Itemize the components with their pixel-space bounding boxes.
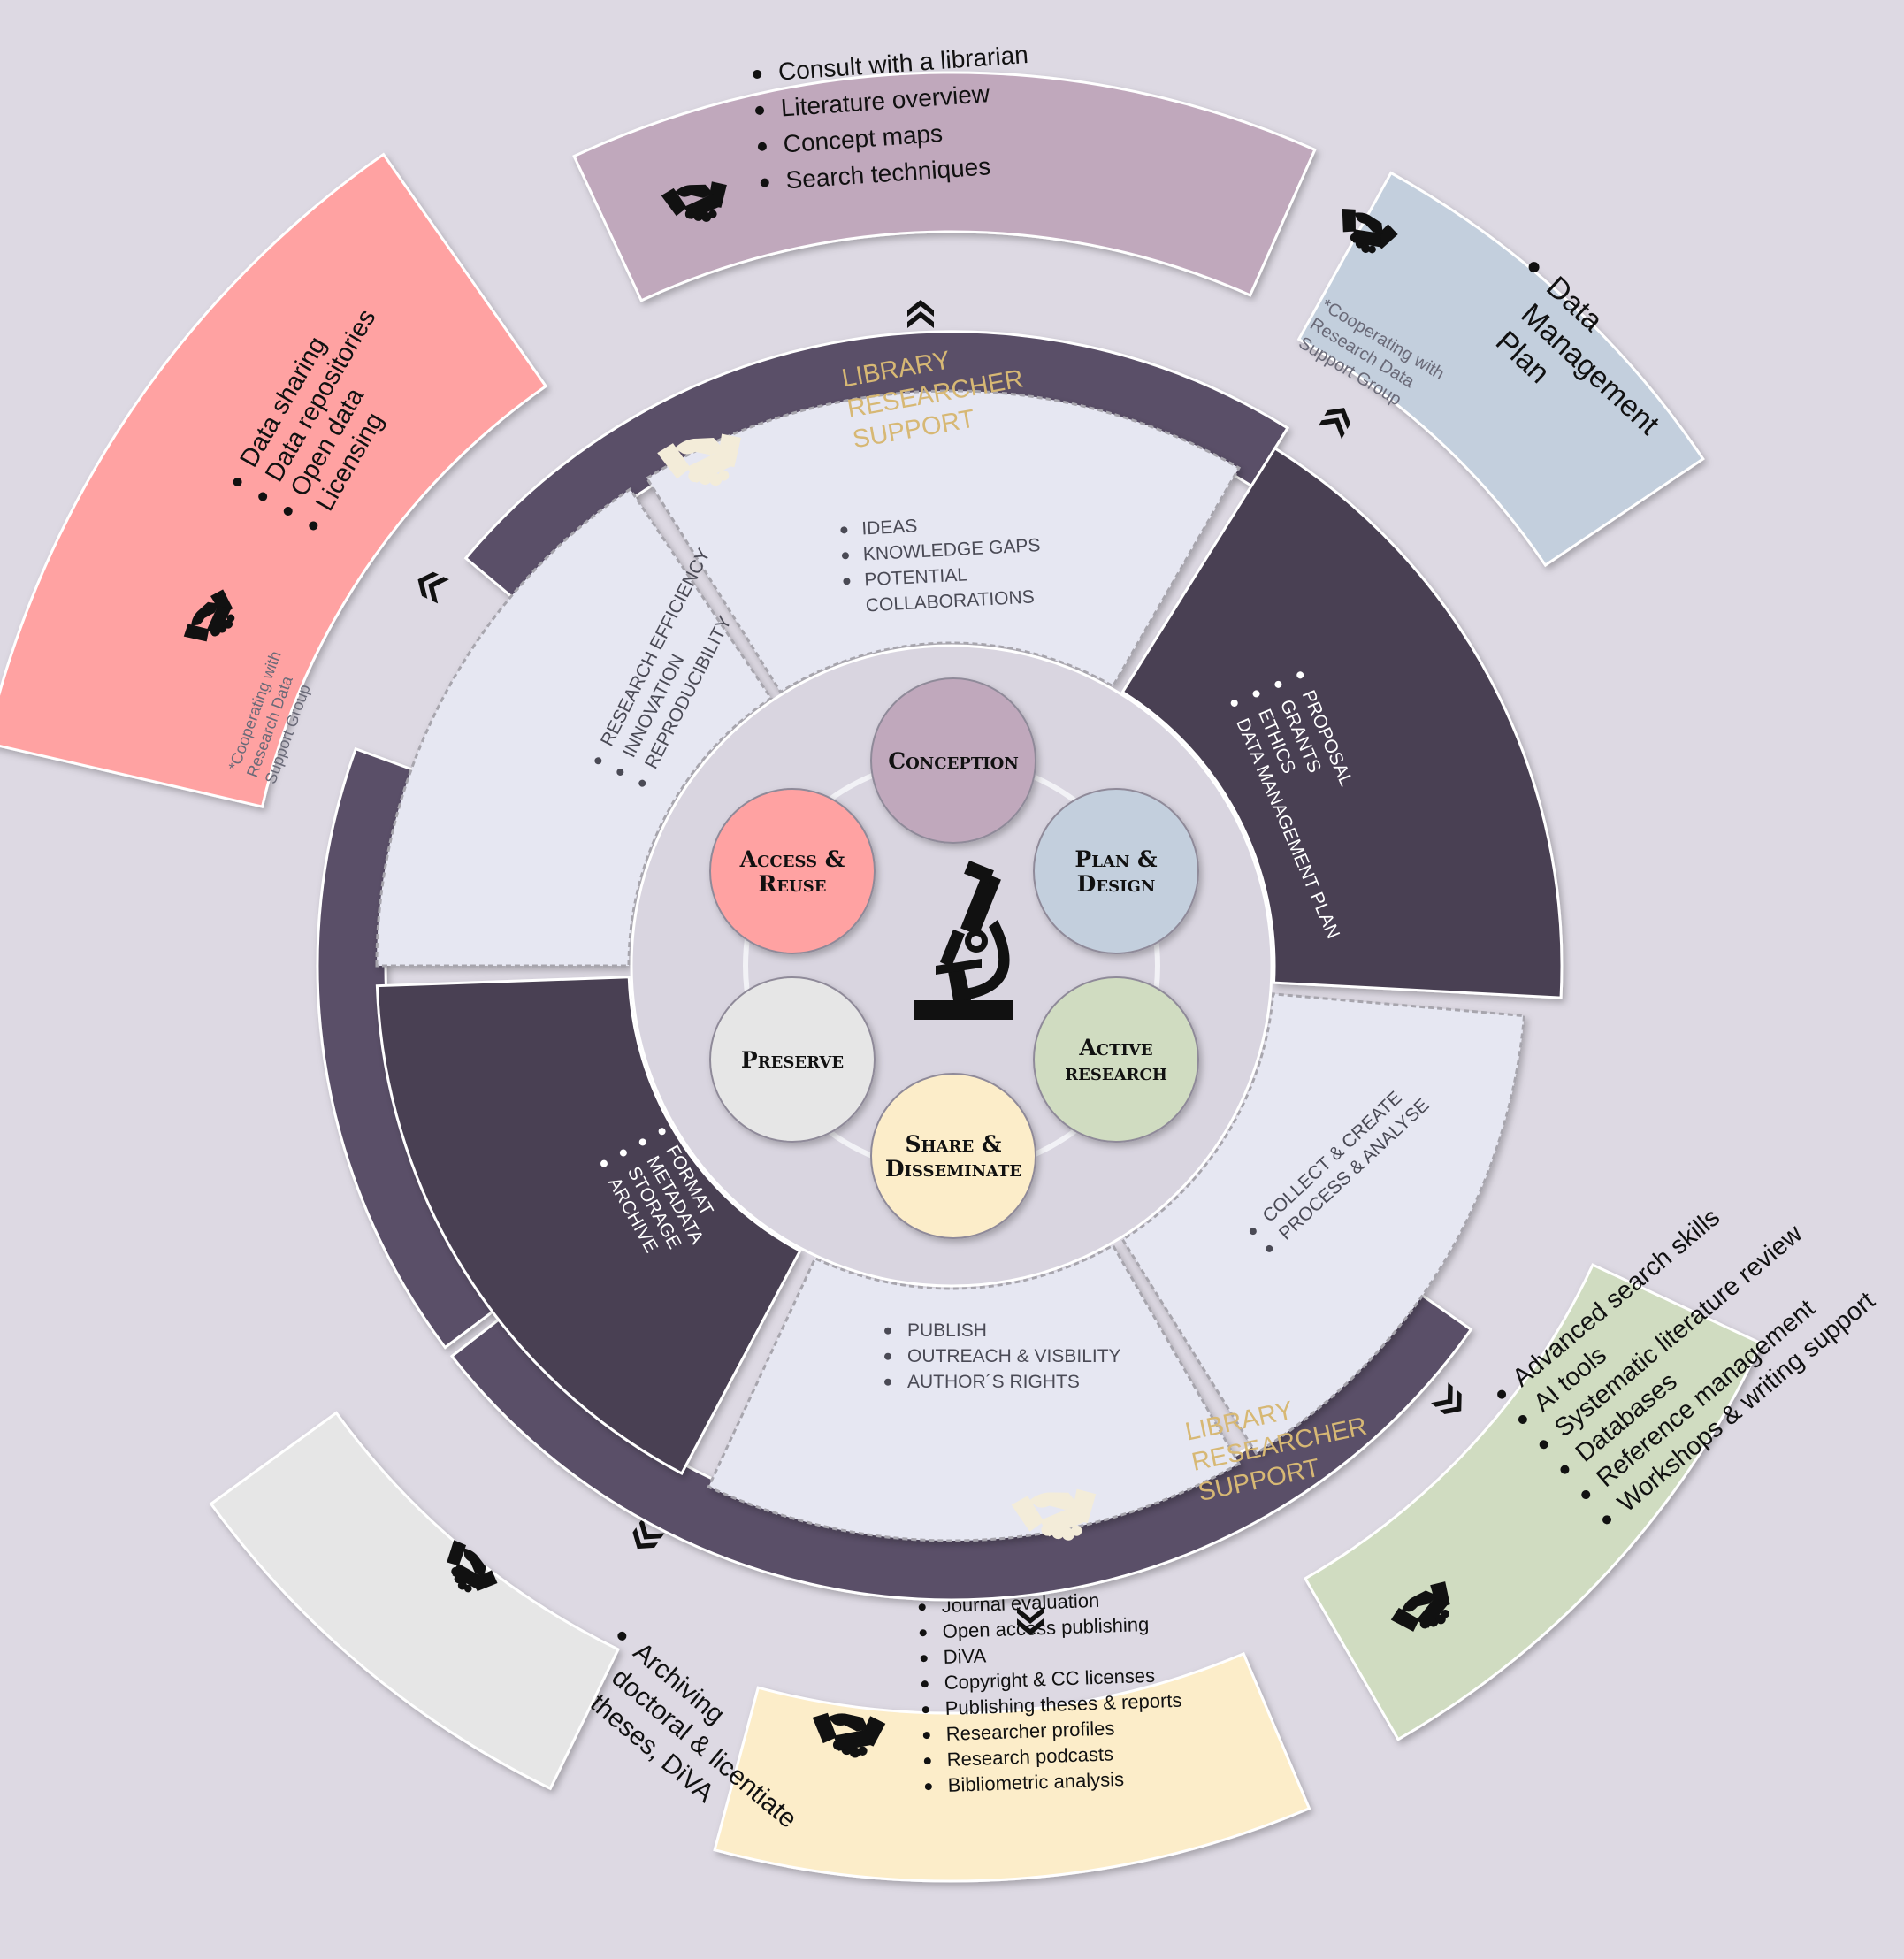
stage-label-plan: Design: [1077, 871, 1156, 897]
bullet: [1497, 1389, 1507, 1399]
bullet: [755, 105, 765, 115]
stage-circle-share: [870, 1073, 1036, 1239]
stage-circle-access: [709, 788, 876, 954]
bullet: [841, 552, 849, 560]
inner-conception-item-line: IDEAS: [861, 516, 918, 539]
bullet: [1266, 1244, 1273, 1252]
bullet: [884, 1327, 891, 1335]
bullet: [757, 142, 767, 151]
inner-sector-plan: [1120, 446, 1564, 999]
stage-label-access: Reuse: [759, 871, 827, 897]
bullet: [1252, 690, 1260, 698]
bullet: [283, 506, 293, 516]
outer-panel-access: [0, 152, 548, 808]
bullet: [1581, 1489, 1591, 1499]
inner-share-item-line: AUTHOR´S RIGHTS: [907, 1372, 1080, 1392]
stage-label-active: research: [1065, 1060, 1167, 1085]
bullet: [1602, 1515, 1612, 1525]
chevron-double-icon: [1431, 1382, 1470, 1421]
bullet: [843, 578, 851, 585]
chevron-double-icon: [412, 567, 449, 604]
inner-sector-preserve: [375, 976, 802, 1475]
outer-panel-share: [713, 1651, 1311, 1883]
inner-sector-active: [1120, 992, 1526, 1456]
outer-panel-preserve: [209, 1411, 621, 1791]
stage-label-share: Share &: [906, 1131, 1002, 1157]
stage-label-preserve: Preserve: [741, 1047, 844, 1073]
bullet: [1230, 699, 1238, 707]
inner-sector-access: [375, 487, 773, 968]
bullet: [921, 1706, 929, 1714]
bullet: [1249, 1228, 1257, 1236]
stage-circle-plan: [1033, 788, 1199, 954]
bullet: [922, 1732, 930, 1740]
bullet: [919, 1629, 927, 1637]
outer-panel-plan: [1296, 171, 1705, 568]
chevron-double-icon: [907, 300, 934, 328]
stage-label-access: Access &: [739, 846, 845, 872]
outer-share-item-line: Copyright & CC licenses: [944, 1664, 1155, 1694]
outer-panel-conception: [572, 71, 1317, 302]
bullet: [1296, 671, 1304, 679]
stage-label-conception: Conception: [888, 748, 1019, 774]
inner-share-item-line: PUBLISH: [907, 1320, 987, 1341]
bullet: [658, 1128, 666, 1136]
inner-share-item-group: PUBLISH OUTREACH & VISBILITY AUTHOR´S RIGH…: [884, 1320, 1121, 1392]
bullet: [884, 1352, 891, 1360]
bullet: [921, 1680, 929, 1688]
bullet: [600, 1159, 608, 1167]
bullet: [1539, 1440, 1548, 1450]
bullet: [1560, 1465, 1570, 1474]
bullet: [619, 1149, 627, 1157]
stage-circle-active: [1033, 976, 1199, 1143]
bullet: [840, 526, 848, 534]
inner-share-item-line: OUTREACH & VISBILITY: [907, 1346, 1121, 1366]
bullet: [616, 768, 624, 776]
bullet: [258, 492, 268, 501]
bullet: [617, 1631, 627, 1641]
bullet: [233, 477, 242, 486]
bullet: [884, 1378, 891, 1386]
bullet: [753, 69, 762, 79]
bullet: [638, 779, 646, 787]
outer-share-item-line: Open access publishing: [942, 1613, 1149, 1642]
stage-label-share: Disseminate: [885, 1156, 1021, 1182]
stage-label-active: Active: [1078, 1035, 1152, 1060]
stage-circle-preserve: [709, 976, 876, 1143]
bullet: [923, 1757, 931, 1765]
bullet: [920, 1655, 928, 1663]
bullet: [1518, 1414, 1527, 1424]
stage-circle-conception: [870, 677, 1036, 844]
bullet: [1274, 680, 1282, 688]
bullet: [760, 178, 769, 187]
inner-sector-conception: [645, 389, 1242, 694]
microscope-icon: [914, 860, 1013, 1020]
inner-sector-share: [707, 1244, 1242, 1542]
bullet: [638, 1138, 646, 1146]
outer-share-item-line: DiVA: [943, 1644, 987, 1668]
bullet: [918, 1603, 926, 1611]
stage-label-plan: Plan &: [1074, 846, 1158, 872]
bullet: [1528, 262, 1540, 273]
bullet: [594, 757, 602, 765]
bullet: [309, 521, 318, 531]
bullet: [924, 1783, 932, 1791]
chevron-double-icon: [1319, 401, 1356, 440]
